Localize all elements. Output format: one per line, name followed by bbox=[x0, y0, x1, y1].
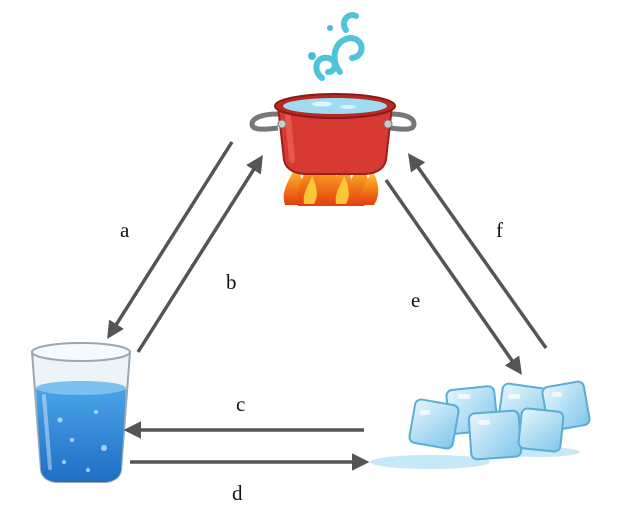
label-b: b bbox=[226, 270, 237, 294]
label-d: d bbox=[232, 481, 243, 505]
label-f: f bbox=[496, 218, 503, 242]
label-a: a bbox=[120, 218, 130, 242]
label-e: e bbox=[411, 288, 420, 312]
ice-cubes-icon bbox=[370, 380, 591, 469]
arrow-f bbox=[407, 153, 548, 350]
arrow-a bbox=[107, 141, 234, 339]
arrow-e bbox=[384, 178, 523, 375]
water-glass-icon bbox=[30, 342, 132, 483]
steam-icon bbox=[313, 12, 365, 81]
label-c: c bbox=[236, 392, 245, 416]
arrows bbox=[107, 141, 548, 471]
boiling-pot-icon bbox=[249, 12, 417, 206]
arrow-b bbox=[136, 155, 263, 353]
